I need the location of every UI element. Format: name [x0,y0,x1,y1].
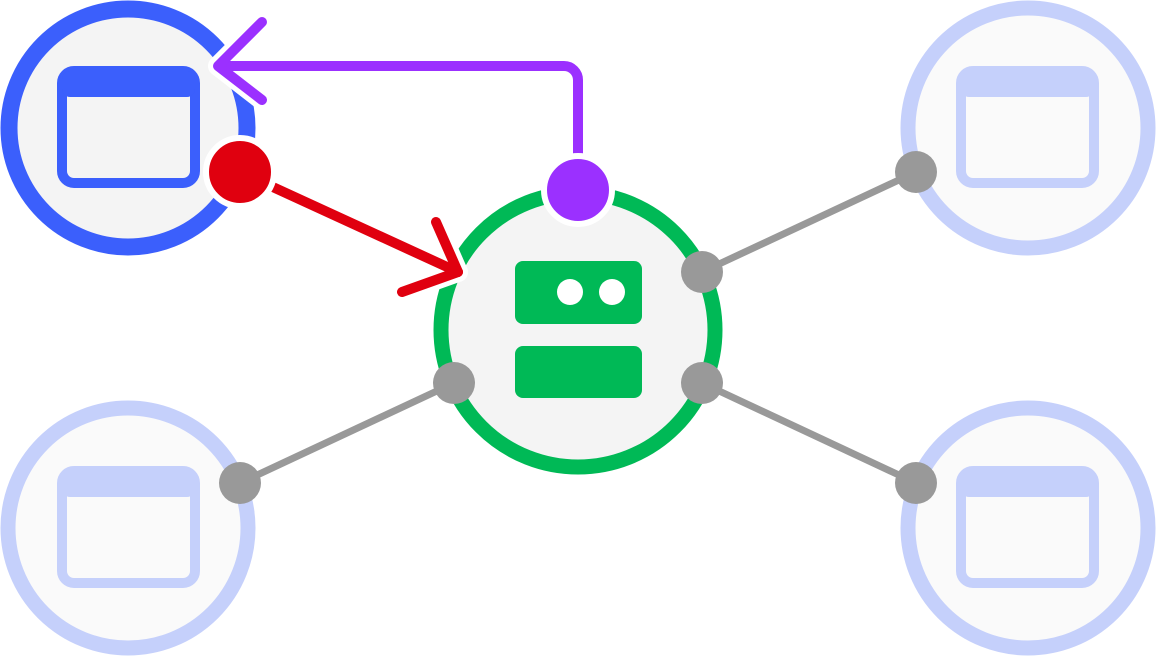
port-dot [219,462,261,504]
arrowhead-left-icon [213,17,267,105]
window-icon [57,466,200,588]
connector-bottom-right [698,379,920,487]
connector-top-right [698,168,920,276]
request-arrow [203,135,468,302]
port-dot [681,251,723,293]
app-node-top-right[interactable] [900,0,1156,256]
robot-icon [515,261,642,398]
window-icon [956,466,1099,588]
app-node-bottom-left[interactable] [0,400,256,656]
response-arrow [208,12,615,227]
connector-bottom-left [236,379,458,487]
port-dot [895,462,937,504]
window-icon [956,66,1099,188]
window-icon [57,66,200,188]
arrowhead-right-icon [397,217,463,297]
connector-dots [219,151,937,504]
app-node-active[interactable] [0,0,256,256]
port-dot [681,362,723,404]
request-source-dot [203,135,277,209]
connectors [236,168,920,487]
port-dot [433,362,475,404]
app-node-bottom-right[interactable] [900,400,1156,656]
response-source-dot [541,153,615,227]
agent-node[interactable] [433,185,723,475]
port-dot [895,151,937,193]
